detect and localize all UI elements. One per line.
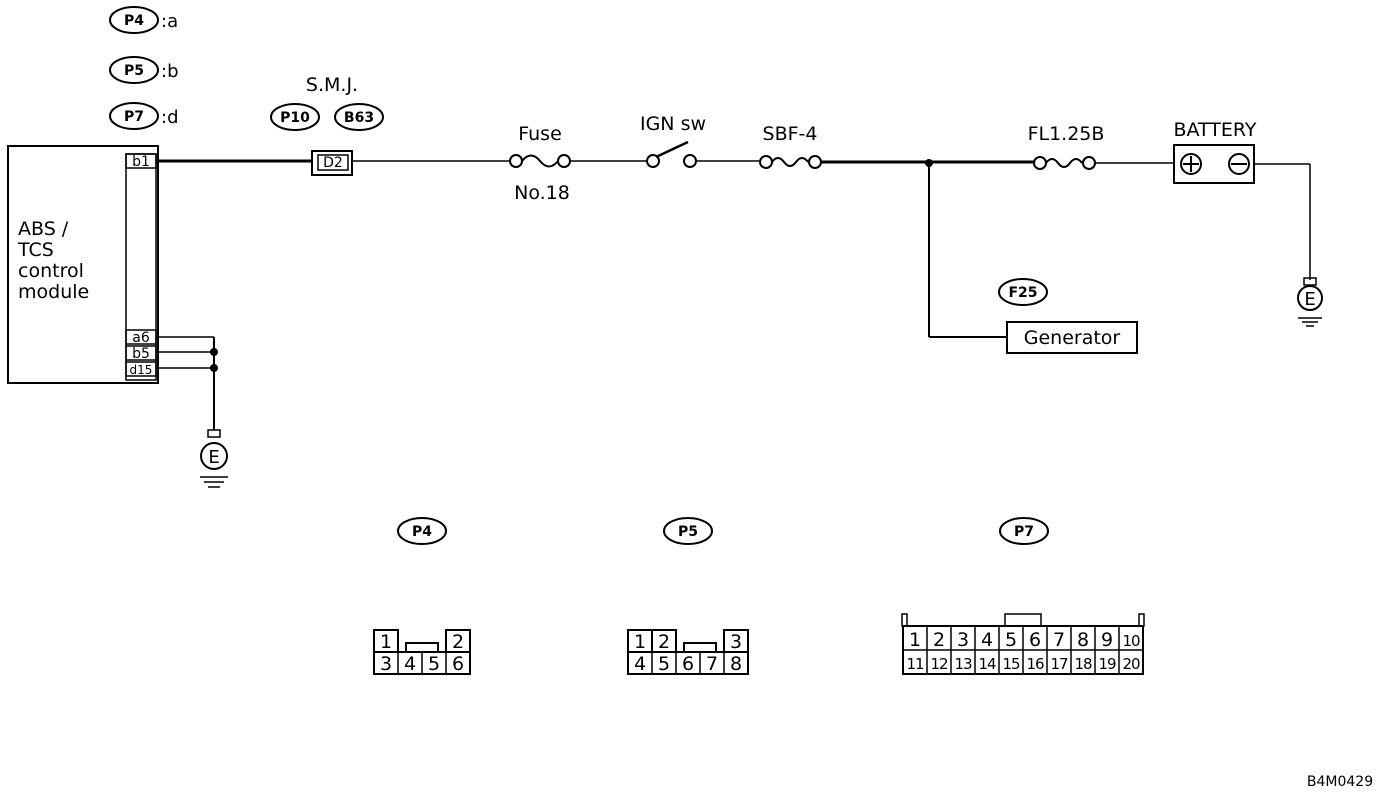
smj-connector-p10 (270, 103, 320, 131)
ign-switch: IGN sw (640, 113, 706, 168)
fl-label: FL1.25B (1028, 123, 1105, 145)
svg-text:b1: b1 (132, 154, 150, 170)
svg-text:b5: b5 (132, 346, 150, 362)
svg-text:E: E (208, 447, 219, 468)
pin-cell: 4 (404, 653, 416, 675)
smj-connector-b63 (334, 103, 384, 131)
svg-text:E: E (1304, 289, 1315, 310)
pin-cell: 1 (380, 631, 392, 653)
svg-text:d15: d15 (130, 363, 153, 377)
pin-cell: 7 (706, 653, 718, 675)
svg-text:B63: B63 (344, 110, 374, 126)
module-pin-a6: a6 (125, 329, 157, 346)
fuse-label: Fuse (518, 123, 562, 145)
figure-code: B4M0429 (1307, 774, 1373, 790)
pin-cell: 8 (1077, 629, 1089, 651)
connector-p5-name: P5 (678, 524, 698, 540)
pin-cell: 5 (428, 653, 440, 675)
pin-cell: 13 (954, 655, 972, 673)
pin-cell: 20 (1122, 655, 1140, 673)
pin-cell: 3 (730, 631, 742, 653)
sbf-4: SBF-4 (759, 123, 822, 169)
module-label-line3: control (18, 260, 84, 282)
pin-cell: 1 (909, 629, 921, 651)
pin-cell: 11 (906, 655, 924, 673)
ground-symbol-battery: E (1297, 277, 1323, 327)
generator: F25 Generator (998, 278, 1138, 354)
legend-item-p4: P4 :a (109, 6, 178, 34)
legend: P4 :a P5 :b P7 :d (109, 6, 179, 130)
pin-cell: 10 (1122, 632, 1140, 650)
module-label-line4: module (18, 281, 89, 303)
pin-cell: 6 (1029, 629, 1041, 651)
pin-cell: 15 (1002, 655, 1020, 673)
generator-label: Generator (1024, 327, 1121, 349)
connector-p7-name: P7 (1014, 524, 1034, 540)
smj-joint: S.M.J. P10 B63 D2 (270, 74, 384, 176)
ground-icon (1297, 285, 1323, 311)
fuse-no18: Fuse No.18 (509, 123, 571, 204)
pin-cell: 18 (1074, 655, 1092, 673)
ign-switch-label: IGN sw (640, 113, 706, 135)
legend-letter: :b (161, 61, 179, 82)
pin-cell: 7 (1053, 629, 1065, 651)
svg-text:F25: F25 (1008, 285, 1037, 301)
pin-cell: 19 (1098, 655, 1116, 673)
legend-connector: P7 (124, 109, 144, 125)
pin-cell: 16 (1026, 655, 1044, 673)
connector-p4-name: P4 (412, 524, 432, 540)
module-pin-d15: d15 (125, 361, 157, 377)
pin-cell: 6 (452, 653, 464, 675)
svg-text:P10: P10 (280, 110, 310, 126)
legend-letter: :a (161, 11, 178, 32)
pin-cell: 2 (658, 631, 670, 653)
pin-cell: 4 (981, 629, 993, 651)
fuse-number: No.18 (514, 182, 570, 204)
pin-cell: 1 (634, 631, 646, 653)
pin-cell: 8 (730, 653, 742, 675)
pin-cell: 14 (978, 655, 996, 673)
legend-connector: P4 (124, 13, 144, 29)
pin-cell: 4 (634, 653, 646, 675)
fusible-link-fl125b: FL1.25B (1028, 123, 1105, 170)
module-label-line1: ABS / (18, 218, 69, 240)
module-label-line2: TCS (17, 239, 54, 261)
generator-connector (998, 278, 1048, 306)
battery: BATTERY (1173, 119, 1257, 184)
module-pin-b1: b1 (125, 153, 157, 170)
ground-symbol-module: E (200, 429, 228, 488)
pin-cell: 3 (380, 653, 392, 675)
smj-terminal: D2 (323, 155, 343, 171)
legend-item-p7: P7 :d (109, 102, 179, 130)
pin-cell: 5 (658, 653, 670, 675)
legend-letter: :d (161, 107, 179, 128)
abs-tcs-control-module: ABS / TCS control module b1 a6 b5 d15 (7, 145, 159, 384)
sbf-label: SBF-4 (763, 123, 818, 145)
svg-text:a6: a6 (132, 330, 150, 346)
battery-label: BATTERY (1173, 119, 1256, 141)
ground-icon (200, 442, 228, 470)
module-ground-wiring (156, 336, 218, 430)
pin-cell: 3 (957, 629, 969, 651)
pin-cell: 17 (1050, 655, 1068, 673)
pin-cell: 12 (930, 655, 948, 673)
battery-positive-icon (1180, 153, 1202, 175)
pin-cell: 2 (933, 629, 945, 651)
pin-cell: 9 (1101, 629, 1113, 651)
pin-cell: 6 (682, 653, 694, 675)
battery-negative-icon (1228, 153, 1250, 175)
smj-label: S.M.J. (306, 74, 358, 96)
legend-item-p5: P5 :b (109, 56, 179, 84)
legend-connector: P5 (124, 63, 144, 79)
pin-cell: 2 (452, 631, 464, 653)
module-pin-b5: b5 (125, 345, 157, 362)
pin-cell: 5 (1005, 629, 1017, 651)
